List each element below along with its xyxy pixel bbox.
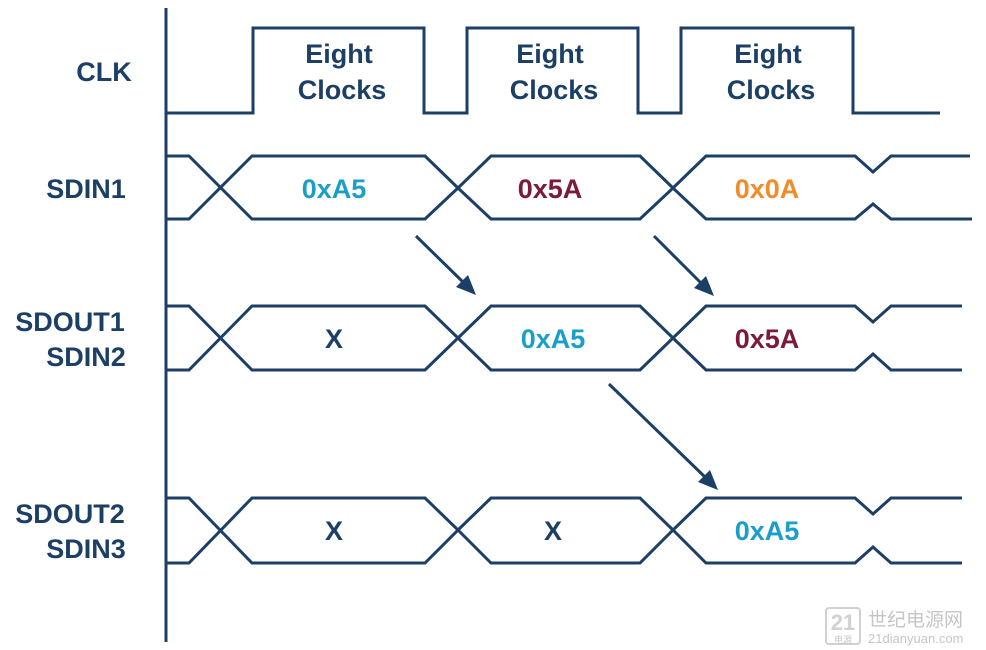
clk-pulse-3-line1: Eight [734,39,802,69]
watermark-site-cn: 世纪电源网 [868,609,963,631]
clk-pulse-2-line1: Eight [516,39,584,69]
arrow-sdin1-to-sdout1-second [652,234,714,296]
row-1-cell-3: 0x0A [735,174,800,204]
clk-pulse-3-line2: Clocks [727,75,816,105]
arrow-sdout1-to-sdout2 [607,382,718,490]
clk-pulse-1-line1: Eight [305,39,373,69]
row-2-label-line1: SDOUT1 [15,307,125,337]
row-2-cell-3: 0x5A [735,324,800,354]
watermark-site-url: 21dianyuan.com [868,631,963,646]
clk-pulse-1-line2: Clocks [298,75,387,105]
watermark-badge-sub: 电源 [834,634,852,645]
row-2-waveform [166,304,962,372]
row-1-waveform [166,154,972,221]
row-3-cell-1: X [325,516,343,546]
row-3-waveform [166,496,962,565]
row-3-label-line1: SDOUT2 [15,499,125,529]
clk-pulse-2-line2: Clocks [510,75,599,105]
row-1-label: SDIN1 [46,174,126,204]
row-3-cell-2: X [544,516,562,546]
row-3-cell-3: 0xA5 [735,516,800,546]
row-1-cell-2: 0x5A [518,174,583,204]
row-2-cell-1: X [325,324,343,354]
clk-waveform [166,26,940,115]
row-2-label-line2: SDIN2 [46,342,126,372]
clk-label: CLK [76,57,132,87]
row-2-cell-2: 0xA5 [521,324,586,354]
watermark-badge [825,607,861,645]
watermark: 21 电源 世纪电源网 21dianyuan.com [825,607,963,646]
row-1-cell-1: 0xA5 [302,174,367,204]
arrow-sdin1-to-sdout1 [414,234,476,295]
watermark-badge-number: 21 [831,610,855,635]
row-3-label-line2: SDIN3 [46,534,126,564]
